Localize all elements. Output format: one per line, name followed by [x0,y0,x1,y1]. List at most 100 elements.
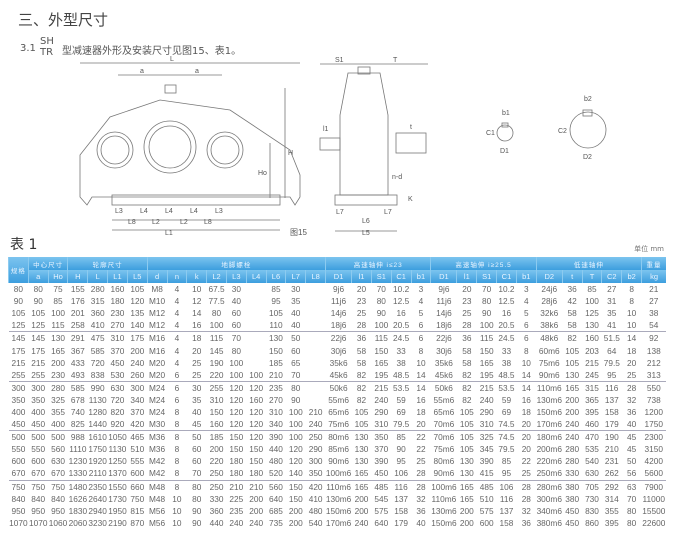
table-cell: 3 [523,284,529,295]
label-L7-2: L7 [384,209,392,216]
table-cell: 291 [70,333,85,344]
table-cell: 300m6 [536,493,562,504]
column-header: L6 [265,270,286,283]
table-cell: 58 [462,357,472,368]
table-cell: 32 [627,394,637,405]
group-header: 低速轴伸 [535,257,642,270]
table-cell: 365 [585,394,599,405]
table-cell: 145 [11,333,26,344]
table-cell: 16 [501,308,512,319]
table-cell: 95 [396,456,406,467]
table-cell: 740 [70,406,85,417]
table-cell: 80 [376,296,386,307]
table-cell: 120 [229,382,244,393]
table-cell: 705 [585,481,599,492]
table-cell: 80 [482,296,492,307]
table-cell: 58 [356,345,367,356]
table-cell: 18 [416,406,426,417]
table-cell: 70m6 [433,432,455,443]
column-header: C1 [496,270,517,283]
table-cell: 750 [11,481,26,492]
table-cell: 20 [192,345,202,356]
table-cell: 2110 [87,467,108,481]
table-cell: 310 [269,406,283,417]
table-cell: 80 [291,382,301,393]
table-cell: 20 [521,432,531,443]
table-cell: 36 [521,517,531,528]
table-cell [306,332,326,345]
table-cell: 125 [8,319,29,333]
table-cell: 70 [231,333,241,344]
table-cell: 370 [110,345,125,356]
column-header: D2 [535,270,563,283]
table-cell: 79.5 [391,418,412,432]
label-H: H [288,150,293,157]
table-cell: 60 [291,345,301,356]
table-cell: 38 [649,308,659,319]
table-cell: 165 [459,481,474,492]
table-cell: 70 [186,467,207,481]
table-cell: 80 [192,481,202,492]
table-cell: 1070 [9,517,28,528]
table-cell: 290 [479,406,494,417]
table-cell: M42 [149,456,166,467]
label-L2: L2 [152,219,160,226]
table-cell: 105 [11,308,26,319]
label-a-2: a [195,68,199,75]
table-cell: 130 [354,432,369,443]
table-cell: 70 [376,284,386,295]
table-cell: 480 [269,456,283,467]
table-cell: 367 [70,345,85,356]
label-L5: L5 [362,230,370,237]
table-cell: 150 [229,432,244,443]
table-cell: 120 [226,418,247,432]
table-cell: 20.5 [496,319,517,333]
table-cell: 1060 [48,517,68,528]
table-cell: 82 [351,368,372,382]
table-cell: 160 [206,418,227,432]
table-cell: 75m6 [433,444,455,455]
column-header: C2 [601,270,622,283]
table-cell: 130m6 [325,493,352,504]
table-cell: 370 [374,444,389,455]
table-cell: 22 [521,456,531,467]
table-cell: 1750 [641,418,666,432]
table-cell: 16 [186,319,207,333]
table-cell: 10 [172,517,182,528]
table-cell: 67.5 [208,284,225,295]
table-cell: M56 [149,505,166,516]
label-L1: L1 [165,230,173,237]
intro-number: 3.1 [20,43,36,54]
table-cell: 80 [33,284,43,295]
table-cell: 32 [521,505,531,516]
table-cell: 390 [479,456,494,467]
table-cell: 58 [562,319,583,333]
table-cell: 165 [565,382,580,393]
table-cell: 200 [51,357,65,368]
table-cell: 158 [604,406,619,417]
table-cell: 41 [601,319,622,333]
table-cell: 6 [418,333,424,344]
table-cell: 450 [565,505,580,516]
table-cell: 25 [192,357,202,368]
table-cell: 22j6 [436,333,452,344]
table-cell: 258 [67,319,88,333]
table-cell: 200 [249,493,264,504]
table-cell: 450 [28,418,49,432]
table-cell: 90 [33,296,43,307]
table-cell: 92 [649,333,659,344]
table-cell: 350 [374,432,389,443]
column-header: D1 [325,270,352,283]
table-cell: 600 [127,467,148,481]
table-cell: 180m6 [536,432,562,443]
table-cell: 600 [11,456,26,467]
table-cell: 14 [411,368,431,382]
table-cell: 30j6 [330,345,347,356]
table-cell: 20 [516,418,537,432]
table-cell: 420 [127,418,148,432]
table-cell: 64 [607,345,617,356]
table-cell: 988 [70,432,85,443]
table-cell: 56 [621,467,642,481]
table-cell: 230 [110,308,125,319]
